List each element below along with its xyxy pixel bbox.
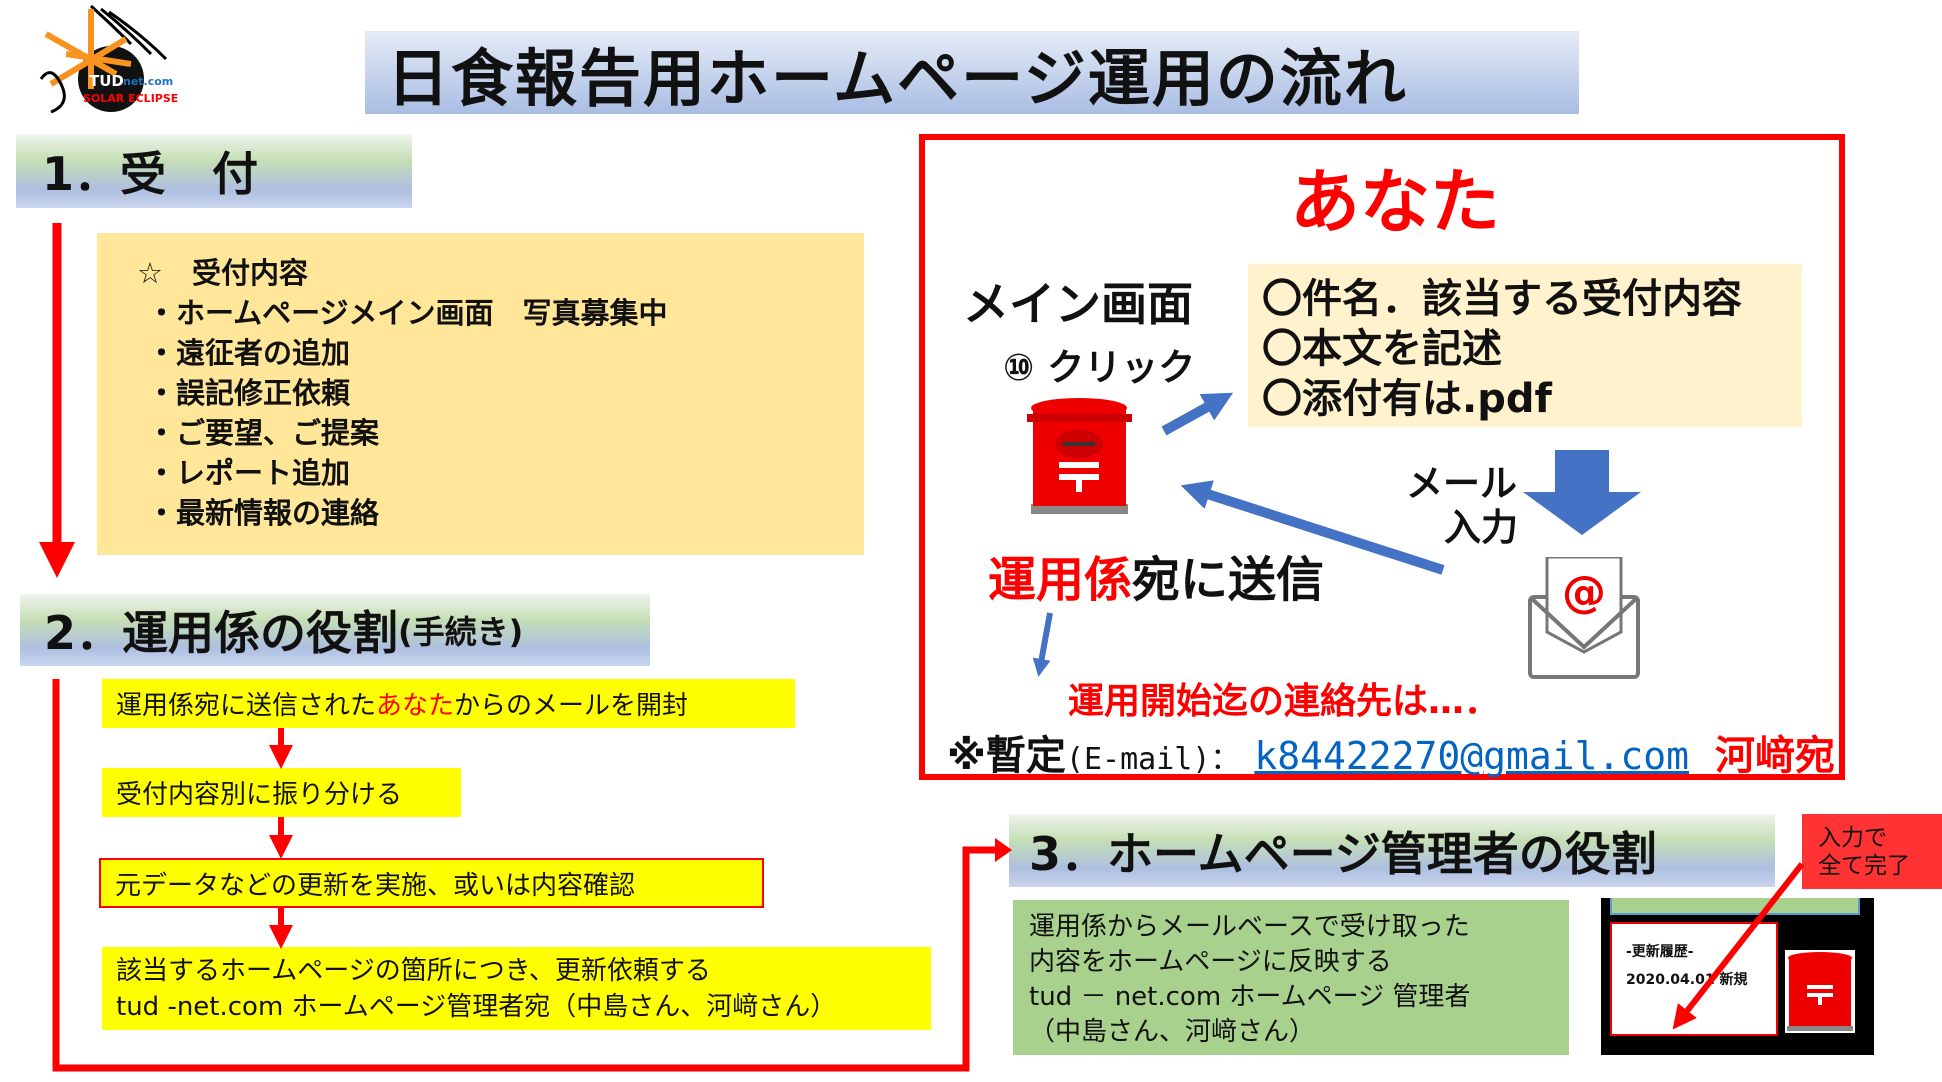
flow-step-sort: 受付内容別に振り分ける [102,768,461,817]
page-title: 日食報告用ホームページ運用の流れ [387,41,1408,115]
main-screen-label: メイン画面 [963,277,1193,331]
svg-text:@: @ [1562,567,1606,618]
reception-item: ・誤記修正依頼 [147,376,351,410]
reception-item: ・ご要望、ご提案 [147,416,380,450]
postbox-icon [1785,950,1855,1033]
flow-step-request: 該当するホームページの箇所につき、更新依頼する tud -net.com ホーム… [102,947,931,1030]
reception-item: ・最新情報の連絡 [147,496,380,530]
tud-logo: TUD net.com SOLAR ECLIPSE [31,4,178,118]
admin-role-box: 運用係からメールベースで受け取った 内容をホームページに反映する tud － n… [1013,900,1569,1055]
update-history-box: -更新履歴- 2020.04.01 新規 [1610,922,1778,1036]
page-title-bar: 日食報告用ホームページ運用の流れ [365,31,1579,115]
postbox-icon[interactable] [1025,396,1134,514]
eclipse-logo-icon [39,4,168,114]
flow-step-open-mail: 運用係宛に送信されたあなたからのメールを開封 [102,679,795,728]
mail-contents-box: 〇件名．該当する受付内容 〇本文を記述 〇添付有は.pdf [1248,264,1802,427]
you-title: あなた [1290,161,1500,243]
section2-header: 2．運用係の役割 (手続き) [20,594,650,666]
flow-step-update: 元データなどの更新を実施、或いは内容確認 [99,858,764,908]
you-panel [919,134,1845,780]
send-label: 運用係宛に送信 [988,552,1325,608]
provisional-contact: ※暫定(E-mail)： k84422270@gmail.com 河﨑宛 [947,733,1835,779]
homepage-screenshot: -更新履歴- 2020.04.01 新規 [1601,898,1874,1055]
reception-contents-box: ☆ 受付内容 ・ホームページメイン画面 写真募集中 ・遠征者の追加 ・誤記修正依… [97,233,864,555]
email-envelope-icon: @ [1527,555,1641,681]
click-label: ⑩ クリック [1003,346,1196,389]
reception-item: ・レポート追加 [147,456,351,490]
section1-header: 1．受 付 [16,134,412,208]
section3-header: 3．ホームページ管理者の役割 [1009,814,1775,887]
email-link[interactable]: k84422270@gmail.com [1254,734,1690,778]
reception-item: ・ホームページメイン画面 写真募集中 [147,296,668,330]
completion-note: 入力で 全て完了 [1802,814,1942,889]
contact-label: 運用開始迄の連絡先は…． [1068,681,1501,722]
reception-item: ・遠征者の追加 [147,336,351,370]
